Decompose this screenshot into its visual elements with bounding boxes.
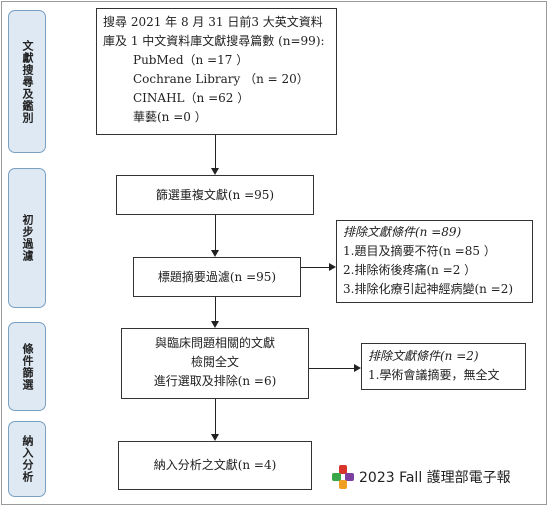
stage-label: 納入分析 [21, 435, 34, 483]
stage-screening: 初步過濾 [8, 168, 46, 308]
arrow-line [309, 368, 355, 369]
arrow-line [215, 297, 216, 322]
dedup-box: 篩選重複文獻(n =95) [116, 175, 314, 215]
search-line: 庫及 1 中文資料庫文獻搜尋篇數 (n=99): [103, 34, 325, 48]
final-box: 納入分析之文獻(n =4) [118, 441, 312, 490]
stage-label: 文獻搜尋及鑑別 [21, 39, 34, 124]
arrow-line [301, 267, 330, 268]
newsletter-logo: 2023 Fall 護理部電子報 [331, 462, 511, 492]
search-line: 搜尋 2021 年 8 月 31 日前3 大英文資料 [103, 15, 323, 29]
arrow-head [211, 168, 219, 175]
newsletter-logo-text: 2023 Fall 護理部電子報 [359, 470, 511, 486]
final-text: 納入分析之文獻(n =4) [153, 458, 277, 472]
arrow-line [215, 215, 216, 251]
search-db-airiti: 華藝(n =0 ） [133, 110, 207, 124]
exclusion-item: 1.學術會議摘要，無全文 [368, 368, 500, 382]
search-db-cochrane: Cochrane Library （n = 20） [133, 72, 309, 86]
stage-label: 條件篩選 [21, 342, 34, 391]
search-db-pubmed: PubMed（n =17 ） [133, 53, 249, 67]
exclusion-title: 排除文獻條件(n =89) [343, 225, 462, 239]
arrow-head [211, 434, 219, 441]
arrow-head [211, 250, 219, 257]
stage-label: 初步過濾 [21, 214, 34, 262]
arrow-line [215, 135, 216, 169]
relevance-line: 與臨床問題相關的文獻 [154, 336, 275, 350]
search-db-cinahl: CINAHL（n =62 ） [133, 91, 250, 105]
nursing-cross-icon [332, 465, 354, 489]
exclusion-title: 排除文獻條件(n =2) [368, 349, 479, 363]
stage-eligibility: 條件篩選 [8, 322, 46, 411]
exclusion-item: 1.題目及摘要不符(n =85 ） [343, 244, 496, 258]
dedup-text: 篩選重複文獻(n =95) [155, 188, 275, 202]
exclusion-item: 3.排除化療引起神經病變(n =2) [343, 282, 514, 296]
title-abstract-text: 標題摘要過濾(n =95) [157, 270, 277, 284]
stage-included: 納入分析 [8, 421, 46, 497]
title-abstract-box: 標題摘要過濾(n =95) [133, 257, 301, 297]
relevance-box: 與臨床問題相關的文獻 檢閱全文 進行選取及排除(n =6) [121, 328, 309, 399]
relevance-line: 檢閱全文 [190, 355, 239, 369]
exclusion-box-1: 排除文獻條件(n =89) 1.題目及摘要不符(n =85 ） 2.排除術後疼痛… [336, 220, 533, 303]
arrow-line [215, 399, 216, 435]
stage-identification: 文獻搜尋及鑑別 [8, 10, 46, 153]
arrow-head [354, 364, 361, 372]
relevance-line: 進行選取及排除(n =6) [153, 374, 277, 388]
search-box: 搜尋 2021 年 8 月 31 日前3 大英文資料 庫及 1 中文資料庫文獻搜… [96, 8, 337, 135]
exclusion-item: 2.排除術後疼痛(n =2 ） [343, 263, 477, 277]
arrow-head [211, 321, 219, 328]
exclusion-box-2: 排除文獻條件(n =2) 1.學術會議摘要，無全文 [361, 343, 526, 390]
arrow-head [329, 263, 336, 271]
